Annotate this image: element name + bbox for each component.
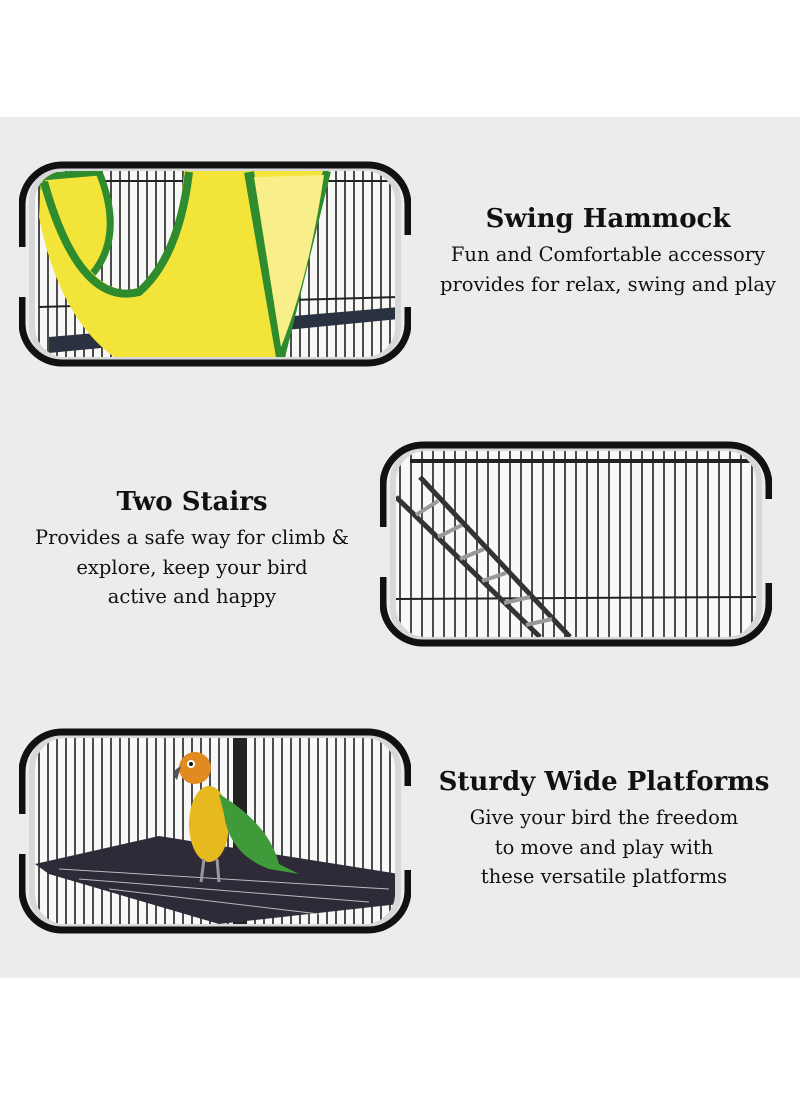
feature-description-line: Provides a safe way for climb & [34,526,349,549]
stairs-photo-frame [380,437,772,651]
feature-description-line: to move and play with [494,835,714,859]
feature-swing-hammock: Swing Hammock Fun and Comfortable access… [420,202,796,299]
feature-title: Two Stairs [116,487,268,517]
platform-photo-frame [19,724,411,938]
feature-sturdy-platforms: Sturdy Wide Platforms Give your bird the… [426,765,782,892]
hammock-photo-frame [19,157,411,371]
feature-title: Swing Hammock [485,204,731,234]
feature-two-stairs: Two Stairs Provides a safe way for climb… [14,485,370,612]
feature-description-line: these versatile platforms [480,865,728,888]
feature-title: Sturdy Wide Platforms [438,767,770,797]
feature-description-line: provides for relax, swing and play [439,272,777,296]
feature-description-line: active and happy [107,585,277,608]
feature-description-line: Give your bird the freedom [469,806,739,829]
feature-description-line: Fun and Comfortable accessory [450,243,766,266]
feature-description-line: explore, keep your bird [76,555,308,579]
